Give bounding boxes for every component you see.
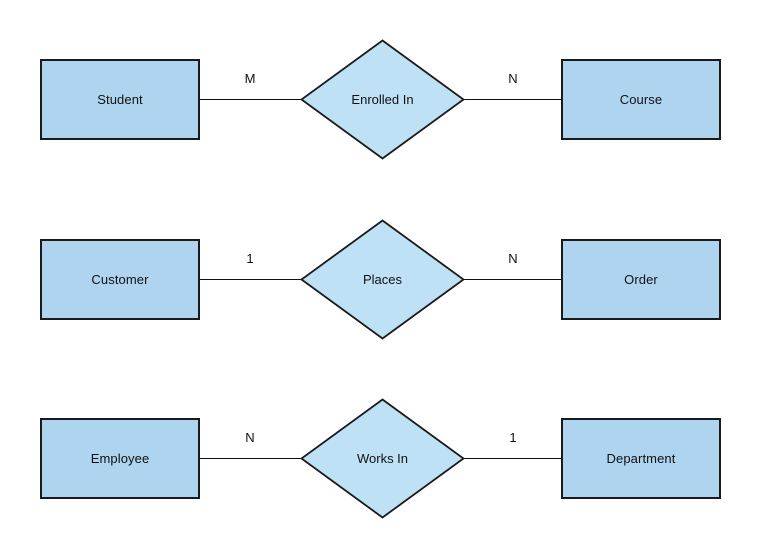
cardinality-left: N [245, 430, 255, 445]
entity-label: Order [624, 272, 658, 287]
entity-department[interactable]: Department [561, 418, 721, 499]
cardinality-right: N [508, 71, 518, 86]
connector-line-right [464, 99, 562, 100]
connector-line-left [200, 99, 301, 100]
entity-label: Employee [90, 451, 150, 466]
connector-line-left [200, 279, 301, 280]
entity-order[interactable]: Order [561, 239, 721, 320]
entity-label: Customer [91, 272, 149, 287]
cardinality-right: 1 [509, 430, 517, 445]
entity-label: Student [97, 92, 143, 107]
connector-line-right [464, 279, 562, 280]
diamond-shape [300, 398, 465, 519]
er-relationship-row: Student M Enrolled In N Course [0, 39, 761, 180]
diamond-shape [300, 219, 465, 340]
er-relationship-row: Customer 1 Places N Order [0, 219, 761, 360]
relationship-works-in[interactable]: Works In [300, 398, 465, 519]
entity-customer[interactable]: Customer [40, 239, 200, 320]
cardinality-left: 1 [246, 251, 254, 266]
entity-student[interactable]: Student [40, 59, 200, 140]
entity-course[interactable]: Course [561, 59, 721, 140]
cardinality-left: M [244, 71, 256, 86]
cardinality-right: N [508, 251, 518, 266]
connector-line-right [464, 458, 562, 459]
diamond-shape [300, 39, 465, 160]
entity-label: Course [619, 92, 663, 107]
relationship-enrolled-in[interactable]: Enrolled In [300, 39, 465, 160]
entity-label: Department [606, 451, 676, 466]
relationship-places[interactable]: Places [300, 219, 465, 340]
er-relationship-row: Employee N Works In 1 Department [0, 398, 761, 539]
entity-employee[interactable]: Employee [40, 418, 200, 499]
connector-line-left [200, 458, 301, 459]
